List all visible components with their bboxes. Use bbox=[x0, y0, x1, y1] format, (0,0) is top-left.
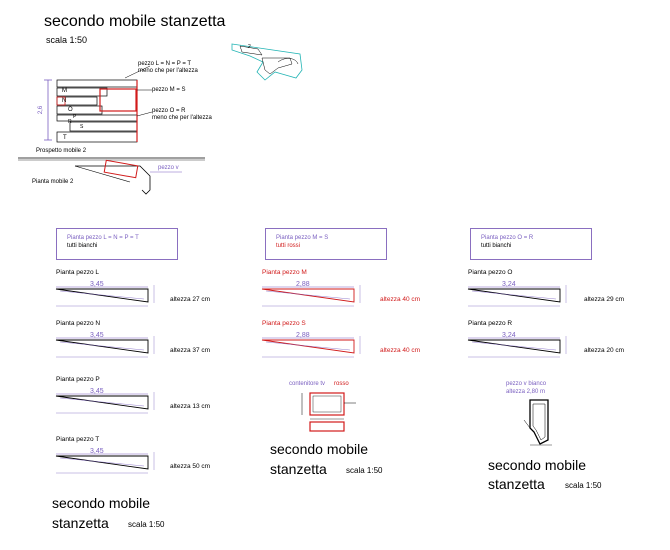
note-ms: pezzo M = S bbox=[152, 87, 186, 93]
piece-label: Pianta pezzo S bbox=[262, 320, 306, 327]
bottom-title-3-line2: stanzetta bbox=[488, 476, 545, 492]
letter-m: M bbox=[62, 88, 67, 94]
piece-outline bbox=[55, 395, 149, 410]
piece-label: Pianta pezzo M bbox=[262, 269, 307, 276]
piece-diagonal-dim bbox=[471, 290, 557, 300]
letter-o: O bbox=[68, 107, 73, 113]
piece-diagonal-dim bbox=[59, 457, 145, 467]
piece-dimension: 3,45 bbox=[90, 281, 104, 288]
letter-t: T bbox=[63, 135, 67, 141]
tv-label: contenitore tv bbox=[289, 381, 326, 387]
piece-outline bbox=[55, 339, 149, 354]
bottom-title-1-scale: scala 1:50 bbox=[128, 520, 165, 529]
piece-dimension: 3,24 bbox=[502, 332, 516, 339]
letter-r: R bbox=[68, 119, 72, 125]
piece-diagonal-dim bbox=[471, 341, 557, 351]
piece-outline bbox=[467, 339, 561, 354]
plan-piece-v: pezzo v bbox=[158, 165, 179, 171]
bottom-title-2-scale: scala 1:50 bbox=[346, 466, 383, 475]
bottom-title-3-line1: secondo mobile bbox=[488, 457, 587, 473]
piece-label: Pianta pezzo O bbox=[468, 269, 513, 276]
piece-dimension: 3,24 bbox=[502, 281, 516, 288]
sheet-scale: scala 1:50 bbox=[46, 35, 88, 45]
piece-dimension: 3,45 bbox=[90, 388, 104, 395]
bottom-title-2-line2: stanzetta bbox=[270, 461, 327, 477]
note-lnpt-2: meno che per l'altezza bbox=[138, 68, 198, 74]
piece-diagonal-dim bbox=[265, 341, 351, 351]
group-sub-lnpt: tutti bianchi bbox=[67, 243, 98, 249]
letter-s: S bbox=[80, 124, 84, 130]
group-sub-or: tutti bianchi bbox=[481, 243, 512, 249]
piece-outline bbox=[55, 288, 149, 303]
piece-dimension: 2,88 bbox=[296, 332, 310, 339]
group-sub-ms: tutti rossi bbox=[276, 243, 301, 249]
piece-outline bbox=[467, 288, 561, 303]
note-lnpt: pezzo L = N = P = T bbox=[138, 61, 192, 67]
bottom-title-3-scale: scala 1:50 bbox=[565, 481, 602, 490]
piece-diagonal-dim bbox=[59, 290, 145, 300]
letter-n: N bbox=[62, 98, 67, 104]
piece-height: altezza 40 cm bbox=[380, 347, 421, 354]
group-title-or: Pianta pezzo O = R bbox=[481, 235, 534, 241]
piece-label: Pianta pezzo L bbox=[56, 269, 100, 276]
piece-diagonal-dim bbox=[59, 341, 145, 351]
piece-dimension: 3,45 bbox=[90, 448, 104, 455]
note-or: pezzo O = R bbox=[152, 108, 186, 114]
piece-height: altezza 50 cm bbox=[170, 463, 211, 470]
piece-diagonal-dim bbox=[265, 290, 351, 300]
piece-height: altezza 29 cm bbox=[584, 296, 625, 303]
piece-height: altezza 13 cm bbox=[170, 403, 211, 410]
group-box-ms bbox=[265, 228, 387, 260]
piece-label: Pianta pezzo T bbox=[56, 436, 100, 443]
group-title-ms: Pianta pezzo M = S bbox=[276, 235, 329, 241]
piece-height: altezza 20 cm bbox=[584, 347, 625, 354]
piece-height: altezza 40 cm bbox=[380, 296, 421, 303]
piece-height: altezza 37 cm bbox=[170, 347, 211, 354]
piece-label: Pianta pezzo N bbox=[56, 320, 101, 327]
piece-outline bbox=[261, 288, 355, 303]
letter-p: P bbox=[73, 114, 77, 120]
piece-height: altezza 27 cm bbox=[170, 296, 211, 303]
tv-color: rosso bbox=[334, 381, 349, 387]
note-or-2: meno che per l'altezza bbox=[152, 115, 212, 121]
plan-label: Pianta mobile 2 bbox=[32, 179, 74, 185]
piece-dimension: 2,88 bbox=[296, 281, 310, 288]
piece-v-label: pezzo v bianco bbox=[506, 381, 547, 387]
sheet-title: secondo mobile stanzetta bbox=[44, 13, 226, 30]
bottom-title-2-line1: secondo mobile bbox=[270, 441, 369, 457]
piece-v-height: altezza 2,80 m bbox=[506, 389, 546, 395]
group-title-lnpt: Pianta pezzo L = N = P = T bbox=[67, 235, 139, 241]
inset-label: 2 bbox=[248, 44, 251, 50]
piece-outline bbox=[55, 455, 149, 470]
bottom-title-1-line2: stanzetta bbox=[52, 515, 109, 531]
piece-label: Pianta pezzo R bbox=[468, 320, 513, 327]
group-box-lnpt bbox=[56, 228, 178, 260]
piece-diagonal-dim bbox=[59, 397, 145, 407]
group-box-or bbox=[470, 228, 592, 260]
piece-outline bbox=[261, 339, 355, 354]
bottom-title-1-line1: secondo mobile bbox=[52, 495, 151, 511]
piece-label: Pianta pezzo P bbox=[56, 376, 100, 383]
elevation-label: Prospetto mobile 2 bbox=[36, 148, 87, 154]
piece-dimension: 3,45 bbox=[90, 332, 104, 339]
